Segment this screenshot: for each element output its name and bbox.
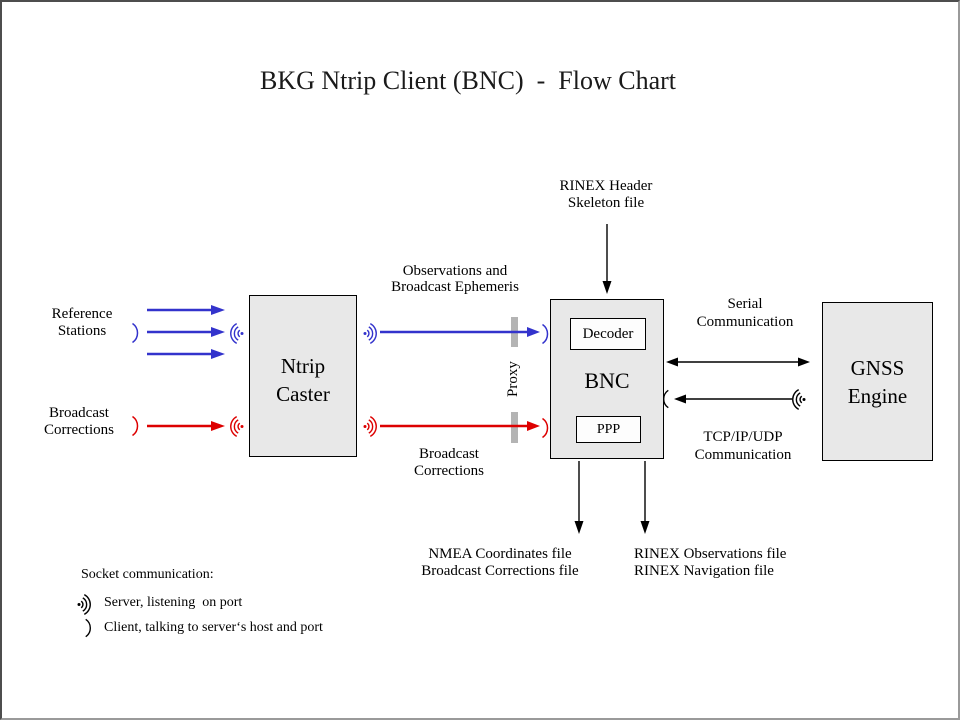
client-socket-icon-bnc-obs [540,322,550,346]
node-ntrip-caster-line2: Caster [276,382,330,406]
tcp-comm-arrow [674,394,792,404]
proxy-bar-corr [511,412,518,443]
rinex-header-arrow [602,224,612,294]
obs-stream-arrow [380,327,540,337]
label-broadcast-corrections-input: Broadcast Corrections [22,405,136,439]
label-broadcast-corrections-input-line1: Broadcast [49,405,109,421]
label-tcp-comm: TCP/IP/UDP Communication [678,428,808,464]
label-serial-comm-line2: Communication [696,314,794,330]
label-rinex-header-line2: Skeleton file [567,195,645,211]
client-socket-icon-corrections [130,414,140,438]
label-observations-stream-line2: Broadcast Ephemeris [391,279,519,295]
label-serial-comm-line1: Serial [727,296,763,312]
label-reference-stations-line1: Reference [51,306,113,322]
label-observations-stream: Observations and Broadcast Ephemeris [374,263,536,295]
corrections-input-arrow [147,421,225,431]
label-tcp-comm-line1: TCP/IP/UDP [703,429,783,445]
node-ntrip-caster-line1: Ntrip [280,354,326,378]
label-reference-stations: Reference Stations [30,306,134,340]
label-tcp-comm-line2: Communication [694,447,792,463]
label-serial-comm: Serial Communication [682,295,808,331]
serial-comm-arrow [666,357,810,367]
label-nmea-output-line1: NMEA Coordinates file [428,546,572,562]
label-nmea-output: NMEA Coordinates file Broadcast Correcti… [398,546,602,580]
nmea-output-arrow [574,461,584,534]
node-decoder: Decoder [570,318,646,350]
client-socket-icon-tcp [661,388,671,410]
node-ntrip-caster: Ntrip Caster [249,295,357,457]
label-corrections-stream: Broadcast Corrections [396,446,502,480]
label-corrections-stream-line1: Broadcast [419,446,479,462]
node-bnc: Decoder BNC PPP [550,299,664,459]
rinex-output-arrow [640,461,650,534]
node-ppp: PPP [576,416,641,443]
label-rinex-output-line1: RINEX Observations file [634,546,787,562]
node-gnss-engine: GNSS Engine [822,302,933,461]
legend-client-item: Client, talking to server‘s host and por… [104,620,323,635]
label-rinex-output-line2: RINEX Navigation file [634,563,774,579]
chart-title: BKG Ntrip Client (BNC) - Flow Chart [260,66,676,95]
label-reference-stations-line2: Stations [57,323,107,339]
node-bnc-label: BNC [584,368,630,393]
server-socket-icon-legend [76,591,92,618]
legend-heading: Socket communication: [81,567,214,582]
server-socket-icon-caster-obs-out [362,320,378,347]
label-proxy: Proxy [505,361,521,397]
label-rinex-output: RINEX Observations file RINEX Navigation… [634,546,844,580]
legend-server-item: Server, listening on port [104,595,243,610]
client-socket-icon-reference [130,321,140,345]
server-socket-icon-gnss [791,386,807,413]
node-gnss-engine-line1: GNSS [850,355,905,380]
ref-station-arrow-3 [147,349,225,359]
node-decoder-label: Decoder [582,325,634,342]
label-rinex-header-line1: RINEX Header [559,178,653,194]
ref-station-arrow-2 [147,327,225,337]
server-socket-icon-caster-obs-in [229,320,245,347]
client-socket-icon-legend [83,617,93,639]
ref-station-arrow-1 [147,305,225,315]
label-corrections-stream-line2: Corrections [414,463,484,479]
label-nmea-output-line2: Broadcast Corrections file [421,563,579,579]
label-observations-stream-line1: Observations and [402,263,508,279]
server-socket-icon-caster-corr-out [362,413,378,440]
client-socket-icon-bnc-corr [540,416,550,440]
corr-stream-arrow [380,421,540,431]
node-gnss-engine-line2: Engine [847,383,908,408]
label-broadcast-corrections-input-line2: Corrections [44,422,114,438]
server-socket-icon-caster-corr-in [229,413,245,440]
label-rinex-header: RINEX Header Skeleton file [540,178,672,212]
node-ppp-label: PPP [596,421,621,437]
